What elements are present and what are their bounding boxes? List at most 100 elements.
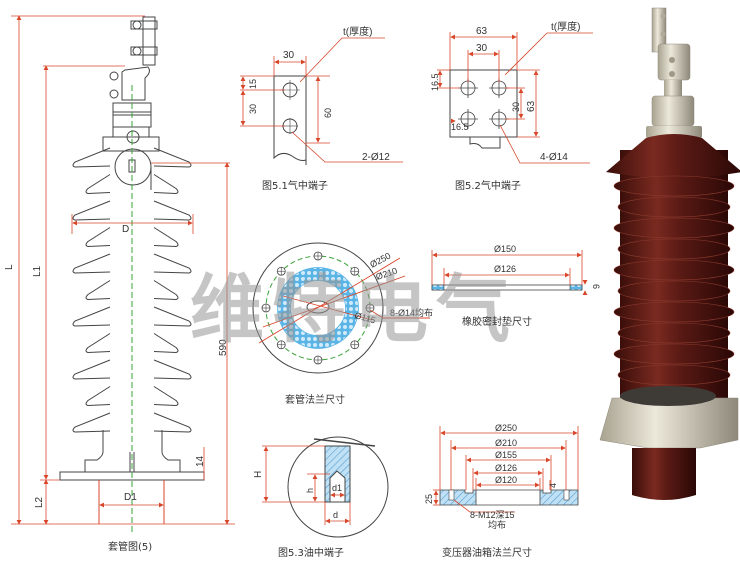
insulator-shed <box>72 200 192 221</box>
porcelain-shed <box>617 238 731 260</box>
tank-flange-drawing: Ø250 Ø210 Ø155 Ø126 Ø120 25 4 8-M12深15 均… <box>424 423 579 530</box>
dim-63-width: 63 <box>476 26 488 37</box>
dim-L: L <box>4 264 15 270</box>
insulator-sheds <box>72 147 192 433</box>
porcelain-shed <box>617 196 731 218</box>
porcelain-top-shed <box>606 134 740 178</box>
dim-25: 25 <box>424 494 434 504</box>
dim-d115: Ø115 <box>353 310 376 325</box>
caption-bushing-flange: 套管法兰尺寸 <box>285 395 345 406</box>
insulator-shed <box>85 280 179 301</box>
dim-30-width: 30 <box>283 50 295 61</box>
holes-label: 4-Ø14 <box>540 152 568 163</box>
dim-30-inner: 30 <box>476 43 488 54</box>
flange-bolt-holes <box>261 251 375 365</box>
dim-h: h <box>305 488 315 493</box>
insulator-shed <box>72 412 192 433</box>
insulator-shed <box>72 147 192 168</box>
thickness-label: t(厚度) <box>343 25 372 38</box>
insulator-shed <box>72 253 192 274</box>
dim-D1: D1 <box>124 492 137 503</box>
bolt-hole-icon <box>261 303 271 313</box>
insulator-shed <box>85 174 179 195</box>
porcelain-shed <box>613 343 735 365</box>
dim-30-vertical: 30 <box>511 102 521 112</box>
dim-d150: Ø150 <box>494 244 516 254</box>
bolt-icon <box>132 20 142 30</box>
dim-L1: L1 <box>32 265 43 277</box>
bottom-tube <box>98 480 165 524</box>
holes-label: 2-Ø12 <box>362 152 390 163</box>
caption-terminal-5-1: 图5.1气中端子 <box>262 181 328 192</box>
bushing-flange-drawing: Ø250 Ø210 Ø115 8-Ø14均布 <box>252 242 433 374</box>
insulator-shed <box>85 333 179 354</box>
bolt-hole-icon <box>365 303 375 313</box>
dim-4: 4 <box>548 483 558 488</box>
insulator-shed <box>85 386 179 407</box>
dim-d120: Ø120 <box>495 475 517 485</box>
dim-14: 14 <box>195 455 206 467</box>
dim-d250: Ø250 <box>495 423 517 433</box>
terminal-5-2-drawing: 63 30 16.5 16.5 30 63 t(厚度) 4-Ø14 <box>430 20 593 164</box>
caption-gasket: 橡胶密封垫尺寸 <box>462 317 532 328</box>
caption-terminal-5-3: 图5.3油中端子 <box>278 548 344 559</box>
terminal-5-3-drawing: H h d1 d <box>253 436 389 538</box>
caption-terminal-5-2: 图5.2气中端子 <box>455 181 521 192</box>
dim-d1: d1 <box>332 483 342 493</box>
bolt-hole-icon <box>313 355 323 365</box>
dim-590: 590 <box>218 339 229 356</box>
insulator-shed <box>85 227 179 248</box>
dim-16-5-top: 16.5 <box>430 73 440 91</box>
bolt-hole-icon <box>276 266 286 276</box>
holes-label-line1: 8-M12深15 <box>470 510 515 520</box>
bolt-icon <box>109 71 119 81</box>
dim-d155: Ø155 <box>495 450 517 460</box>
dim-D: D <box>122 224 129 235</box>
caption-bushing: 套管图(5) <box>108 542 153 553</box>
porcelain-sheds <box>606 134 740 386</box>
bolt-head <box>130 46 158 56</box>
gasket-drawing: Ø150 Ø126 6 <box>431 244 601 295</box>
dim-6: 6 <box>591 284 601 289</box>
terminal-5-1-drawing: 30 15 30 60 t(厚度) 2-Ø12 <box>240 25 403 165</box>
porcelain-shed <box>613 175 735 197</box>
bolt-hole-icon <box>350 266 360 276</box>
dim-30-spacing: 30 <box>248 104 258 114</box>
dim-63-height: 63 <box>526 100 537 112</box>
bolt-head <box>130 20 158 30</box>
bolt-hole-icon <box>313 251 323 261</box>
gasket-ring <box>277 267 359 349</box>
dim-d126: Ø126 <box>495 463 517 473</box>
bushing-dimensions <box>11 15 235 525</box>
porcelain-shed <box>617 322 731 344</box>
caption-tank-flange: 变压器油箱法兰尺寸 <box>442 548 532 559</box>
thickness-label: t(厚度) <box>551 20 580 33</box>
insulator-shed <box>72 359 192 380</box>
dim-d: d <box>333 510 338 520</box>
dim-15: 15 <box>248 79 258 89</box>
bolt-icon <box>109 89 119 99</box>
dim-16-5-left: 16.5 <box>451 122 469 132</box>
terminal-clamp <box>121 66 150 101</box>
bolt-hole-icon <box>276 340 286 350</box>
porcelain-shed <box>617 364 731 386</box>
dim-H: H <box>253 471 264 478</box>
dim-60: 60 <box>323 108 333 118</box>
dim-L2: L2 <box>34 496 45 508</box>
bolt-icon <box>132 46 142 56</box>
porcelain-shed <box>613 217 735 239</box>
holes-label: 8-Ø14均布 <box>390 307 433 318</box>
porcelain-shed <box>617 280 731 302</box>
top-terminal-plate <box>142 16 156 66</box>
detail-circle <box>114 148 152 186</box>
dim-d126: Ø126 <box>494 264 516 274</box>
bolt-icon <box>126 130 140 144</box>
dim-d210: Ø210 <box>495 438 517 448</box>
holes-label-line2: 均布 <box>488 519 506 530</box>
porcelain-shed <box>613 301 735 323</box>
head-flange <box>102 136 160 152</box>
porcelain-shed <box>613 259 735 281</box>
product-photo <box>599 7 740 500</box>
bushing-dimension-labels: L L1 L2 D D1 590 14 <box>4 224 229 508</box>
